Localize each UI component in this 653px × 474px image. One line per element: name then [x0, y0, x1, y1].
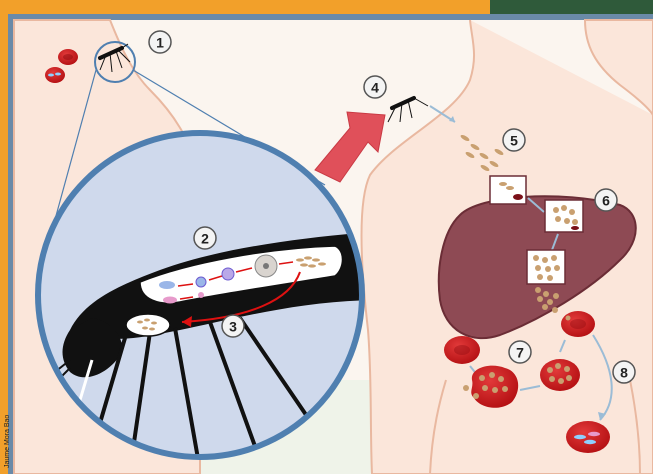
rbc-gametocytes: [566, 421, 610, 453]
rbc-schizont: [540, 359, 580, 391]
zygote: [222, 268, 234, 280]
gamete-female: [198, 292, 204, 298]
step-marker-1: 1: [149, 31, 171, 53]
top-right-photo-strip: [490, 0, 653, 16]
step-number-text: 8: [620, 365, 628, 381]
rbc-ring-stage: [444, 336, 480, 364]
hepatocyte-infected: [490, 176, 526, 204]
gametocyte-blue: [159, 281, 175, 289]
step-number-text: 5: [510, 133, 518, 149]
step-number-text: 2: [201, 231, 209, 247]
step-marker-2: 2: [194, 227, 216, 249]
step-marker-6: 6: [595, 189, 617, 211]
gamete-male: [196, 277, 206, 287]
salivary-gland: [126, 314, 170, 336]
step-number-text: 7: [516, 345, 524, 361]
gametocyte-pink: [163, 297, 177, 304]
step-number-text: 6: [602, 193, 610, 209]
step-number-text: 3: [229, 319, 237, 335]
step-marker-4: 4: [364, 76, 386, 98]
hepatocyte-schizont: [545, 200, 583, 232]
step-number-text: 4: [371, 80, 379, 96]
step-marker-7: 7: [509, 341, 531, 363]
red-blood-cell: [58, 49, 78, 65]
step-marker-8: 8: [613, 361, 635, 383]
hepatocyte-bursting: [527, 250, 565, 284]
step-marker-5: 5: [503, 129, 525, 151]
photo-credit: Jaume Mora Bao: [2, 390, 18, 470]
step-number-text: 1: [156, 35, 164, 51]
infected-red-blood-cell: [45, 67, 65, 83]
rbc-merozoite-entry: [561, 311, 595, 337]
credit-text: Jaume Mora Bao: [4, 415, 11, 468]
step-marker-3: 3: [222, 315, 244, 337]
